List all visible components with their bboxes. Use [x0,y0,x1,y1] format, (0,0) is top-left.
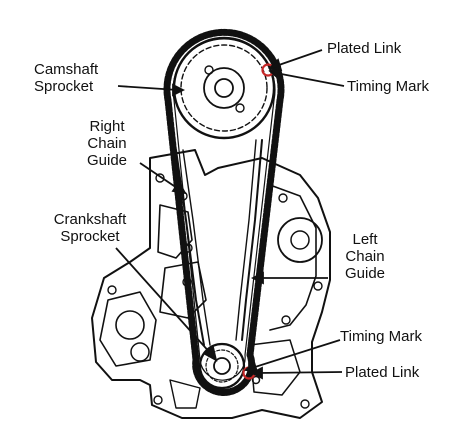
label-timing-mark-top: Timing Mark [347,78,429,95]
leader-timing-mark-bottom [251,339,341,369]
label-camshaft-sprocket: Camshaft Sprocket [34,61,99,95]
label-right-chain-guide: Right Chain Guide [86,118,128,169]
label-crankshaft-sprocket: Crankshaft Sprocket [53,211,127,245]
leader-camshaft [117,85,179,91]
leader-crankshaft [115,247,213,356]
left-chain-guide [241,139,263,341]
label-timing-mark-bottom: Timing Mark [340,328,422,345]
leader-plated-link-top [275,49,323,67]
water-pump-housing [277,217,323,263]
label-plated-link-top: Plated Link [327,40,402,57]
timing-chain [163,28,285,396]
front-cover-outline [269,184,317,331]
leader-right-chain-guide [139,162,181,191]
oil-pump [115,310,145,340]
label-left-chain-guide: Left Chain Guide [344,231,386,282]
leader-plated-link-bottom [257,371,343,374]
label-plated-link-bottom: Plated Link [345,364,420,381]
leader-timing-mark-top [275,72,345,87]
